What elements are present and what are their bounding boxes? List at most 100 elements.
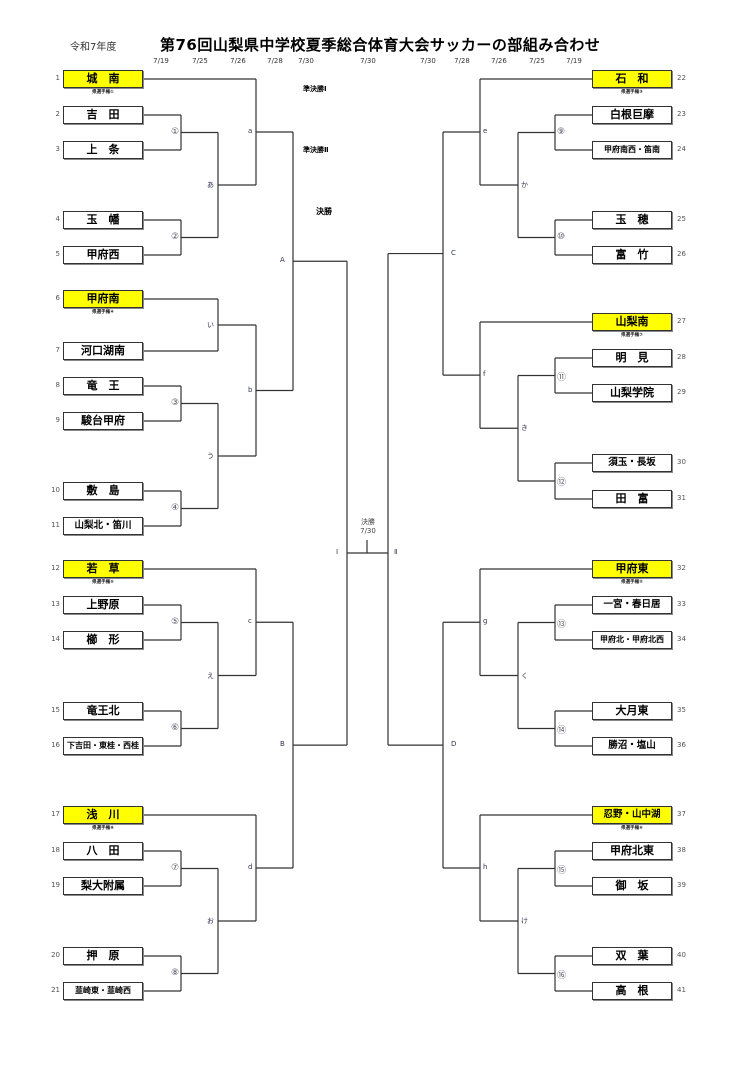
team-box: 忍野・山中湖 bbox=[592, 806, 672, 824]
seed-note: 県選手権⑦ bbox=[621, 333, 643, 338]
team-box: 浅 川 bbox=[63, 806, 143, 824]
team-number: 10 bbox=[51, 486, 60, 494]
team-box: 白根巨摩 bbox=[592, 106, 672, 124]
team-number: 30 bbox=[677, 458, 686, 466]
team-number: 3 bbox=[55, 145, 60, 153]
round2-label: う bbox=[207, 452, 214, 460]
round-date: 7/25 bbox=[192, 57, 208, 65]
team-box: 竜 王 bbox=[63, 377, 143, 395]
round3-label: b bbox=[248, 385, 253, 394]
match-number: ⑭ bbox=[557, 725, 567, 736]
team-box: 敷 島 bbox=[63, 482, 143, 500]
team-box: 甲府南西・笛南 bbox=[592, 141, 672, 159]
round-date: 7/25 bbox=[529, 57, 545, 65]
team-number: 31 bbox=[677, 494, 686, 502]
team-number: 40 bbox=[677, 951, 686, 959]
team-box: 吉 田 bbox=[63, 106, 143, 124]
team-number: 28 bbox=[677, 353, 686, 361]
team-number: 41 bbox=[677, 986, 686, 994]
team-box: 甲府北東 bbox=[592, 842, 672, 860]
team-number: 18 bbox=[51, 846, 60, 854]
team-number: 38 bbox=[677, 846, 686, 854]
match-number: ⑧ bbox=[171, 967, 180, 978]
team-number: 26 bbox=[677, 250, 686, 258]
team-box: 玉 穂 bbox=[592, 211, 672, 229]
final-match-label: 決勝 bbox=[361, 518, 375, 526]
team-number: 39 bbox=[677, 881, 686, 889]
team-number: 32 bbox=[677, 564, 686, 572]
team-number: 23 bbox=[677, 110, 686, 118]
seed-note: 県選手権⑤ bbox=[92, 580, 114, 585]
team-number: 34 bbox=[677, 635, 686, 643]
round3-label: f bbox=[483, 370, 486, 379]
team-box: 梨大附属 bbox=[63, 877, 143, 895]
team-box: 高 根 bbox=[592, 982, 672, 1000]
team-number: 29 bbox=[677, 388, 686, 396]
round2-label: あ bbox=[207, 181, 214, 189]
team-box: 明 見 bbox=[592, 349, 672, 367]
team-box: 押 原 bbox=[63, 947, 143, 965]
team-number: 7 bbox=[55, 346, 60, 354]
team-box: 大月東 bbox=[592, 702, 672, 720]
team-box: 城 南 bbox=[63, 70, 143, 88]
team-box: 玉 幡 bbox=[63, 211, 143, 229]
semifinal-1-label: 準決勝Ⅰ bbox=[303, 85, 327, 93]
round2-label: き bbox=[521, 424, 528, 433]
seed-note: 県選手権⑥ bbox=[621, 826, 643, 831]
team-box: 富 竹 bbox=[592, 246, 672, 264]
team-number: 6 bbox=[55, 294, 60, 302]
match-number: ⑮ bbox=[557, 865, 567, 876]
team-box: 御 坂 bbox=[592, 877, 672, 895]
quarterfinal-label: C bbox=[451, 248, 456, 257]
match-number: ⑥ bbox=[171, 722, 180, 733]
team-number: 13 bbox=[51, 600, 60, 608]
team-box: 山梨学院 bbox=[592, 384, 672, 402]
quarterfinal-label: D bbox=[451, 740, 457, 749]
team-number: 33 bbox=[677, 600, 686, 608]
team-box: 甲府西 bbox=[63, 246, 143, 264]
seed-note: 県選手権② bbox=[621, 580, 643, 585]
round-date: 7/28 bbox=[454, 57, 470, 65]
team-box: 石 和 bbox=[592, 70, 672, 88]
team-number: 1 bbox=[55, 74, 60, 82]
match-number: ① bbox=[171, 126, 180, 137]
team-box: 田 富 bbox=[592, 490, 672, 508]
round-date: 7/30 bbox=[298, 57, 314, 65]
team-box: 山梨南 bbox=[592, 313, 672, 331]
team-number: 21 bbox=[51, 986, 60, 994]
round-date: 7/28 bbox=[267, 57, 283, 65]
round2-label: い bbox=[207, 321, 214, 329]
team-number: 8 bbox=[55, 381, 60, 389]
final-match-info: 決勝 7/30 bbox=[352, 518, 384, 536]
team-number: 35 bbox=[677, 706, 686, 714]
match-number: ⑬ bbox=[557, 619, 567, 630]
seed-note: 県選手権④ bbox=[92, 310, 114, 315]
team-number: 9 bbox=[55, 416, 60, 424]
round3-label: c bbox=[248, 617, 252, 626]
round3-label: g bbox=[483, 617, 488, 626]
quarterfinal-label: B bbox=[280, 740, 285, 749]
match-number: ⑩ bbox=[557, 231, 566, 242]
team-box: 駿台甲府 bbox=[63, 412, 143, 430]
team-box: 双 葉 bbox=[592, 947, 672, 965]
team-box: 上 条 bbox=[63, 141, 143, 159]
team-number: 16 bbox=[51, 741, 60, 749]
final-label: 決勝 bbox=[316, 207, 332, 216]
round-date: 7/26 bbox=[230, 57, 246, 65]
team-number: 17 bbox=[51, 810, 60, 818]
team-box: 韮崎東・韮崎西 bbox=[63, 982, 143, 1000]
team-number: 25 bbox=[677, 215, 686, 223]
team-box: 一宮・春日居 bbox=[592, 596, 672, 614]
seed-note: 県選手権③ bbox=[621, 90, 643, 95]
round-date: 7/30 bbox=[420, 57, 436, 65]
match-number: ⑪ bbox=[557, 372, 567, 383]
team-box: 甲府北・甲府北西 bbox=[592, 631, 672, 649]
round-date: 7/30 bbox=[360, 57, 376, 65]
match-number: ⑫ bbox=[557, 478, 567, 488]
match-number: ⑤ bbox=[171, 616, 180, 627]
semifinal-2-label: 準決勝Ⅱ bbox=[303, 146, 329, 154]
team-number: 24 bbox=[677, 145, 686, 153]
team-number: 15 bbox=[51, 706, 60, 714]
match-number: ② bbox=[171, 231, 180, 242]
